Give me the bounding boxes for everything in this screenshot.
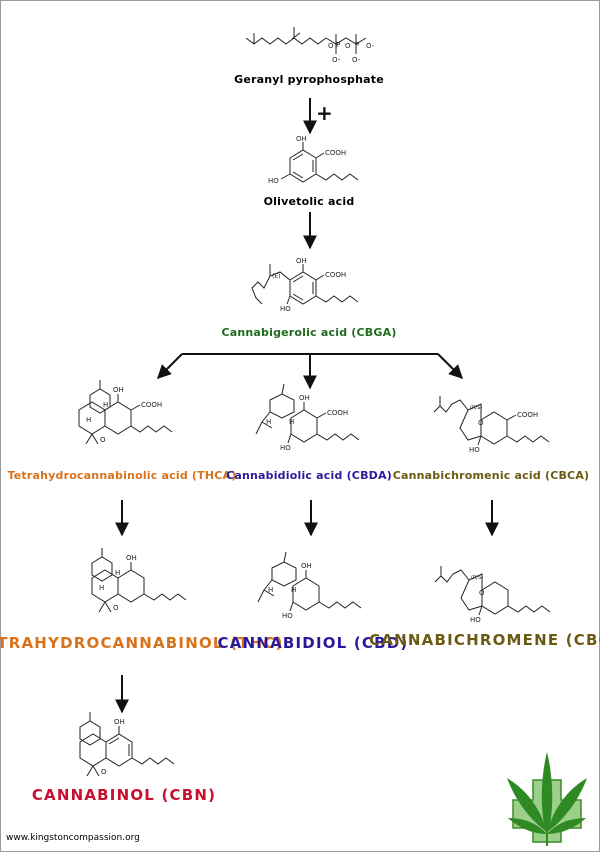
thca-oh-label: OH: [113, 386, 124, 394]
cbc-label: CANNABICHROMENE (CBC): [369, 631, 600, 649]
arrow-cbga-to-thca: [157, 353, 183, 379]
arrow-cbga-to-cbca: [437, 353, 463, 379]
cbd-oh-label: OH: [301, 562, 312, 570]
thca-h1-label: H: [86, 416, 91, 424]
cbca-o-label: O: [478, 419, 484, 427]
thca-o-label: O: [100, 436, 106, 444]
gpp-p1-label: P: [336, 41, 340, 49]
cbga-e-label: (E): [272, 273, 280, 280]
cbn-oh-label: OH: [114, 718, 125, 726]
gpp-p2-label: P: [355, 41, 359, 49]
cbga-cooh-label: COOH: [325, 271, 346, 279]
cbn-structure: [79, 712, 175, 777]
thca-structure: [78, 380, 173, 445]
cbda-label: Cannabidiolic acid (CBDA): [226, 469, 392, 482]
gpp-ominus2-label: O-: [332, 56, 341, 64]
cbca-cooh-label: COOH: [517, 411, 538, 419]
cbd-h1-label: H: [268, 586, 273, 594]
thc-h1-label: H: [99, 584, 104, 592]
cbn-o-label: O: [101, 768, 107, 776]
cbda-structure: [255, 383, 360, 444]
cbca-rs-label: (R/S): [470, 405, 482, 411]
thc-o-label: O: [113, 604, 119, 612]
cbga-label: Cannabigerolic acid (CBGA): [221, 326, 397, 339]
cannabis-leaf-logo: [507, 752, 587, 846]
cbc-ho-label: HO: [470, 616, 481, 624]
cbn-label: CANNABINOL (CBN): [31, 786, 217, 804]
cbca-ho-label: HO: [469, 446, 480, 454]
olivetolic-acid-label: Olivetolic acid: [263, 195, 355, 208]
cbga-oh-label: OH: [296, 257, 307, 265]
gpp-structure: [245, 27, 367, 54]
gpp-o-label: O: [328, 42, 334, 50]
cbda-cooh-label: COOH: [327, 409, 348, 417]
thc-label: TETRAHYDROCANNABINOL (THC): [0, 634, 284, 652]
gpp-label: Geranyl pyrophosphate: [234, 73, 384, 86]
olivetolic-cooh-label: COOH: [325, 149, 346, 157]
olivetolic-oh-label: OH: [296, 135, 307, 143]
cbga-ho-label: HO: [280, 305, 291, 313]
cbc-structure: [434, 566, 551, 616]
cbca-label: Cannabichromenic acid (CBCA): [392, 469, 590, 482]
thca-h2-label: H: [103, 401, 108, 409]
thca-label: Tetrahydrocannabinolic acid (THCA): [7, 469, 237, 482]
olivetolic-ho-label: HO: [268, 177, 279, 185]
website-footer: www.kingstoncompassion.org: [6, 833, 140, 843]
cbd-h2-label: H: [291, 586, 296, 594]
cbda-h2-label: H: [289, 418, 294, 426]
cbc-rs-label: (R/S): [471, 575, 483, 581]
gpp-ominus-label: O-: [366, 42, 375, 50]
cbda-h1-label: H: [266, 418, 271, 426]
thc-h2-label: H: [115, 569, 120, 577]
cbd-structure: [257, 551, 362, 612]
gpp-ominus3-label: O-: [352, 56, 361, 64]
cbd-label: CANNABIDIOL (CBD): [217, 634, 409, 652]
thc-structure: [91, 548, 187, 613]
cbca-structure: [433, 396, 550, 446]
thca-cooh-label: COOH: [141, 401, 162, 409]
thc-oh-label: OH: [126, 554, 137, 562]
cbd-ho-label: HO: [282, 612, 293, 620]
gpp-o2-label: O: [345, 42, 351, 50]
cbc-o-label: O: [479, 589, 485, 597]
olivetolic-acid-structure: [280, 142, 359, 183]
cbda-oh-label: OH: [299, 394, 310, 402]
cbga-structure: [251, 264, 359, 305]
plus-sign: +: [316, 101, 333, 125]
cbda-ho-label: HO: [280, 444, 291, 452]
